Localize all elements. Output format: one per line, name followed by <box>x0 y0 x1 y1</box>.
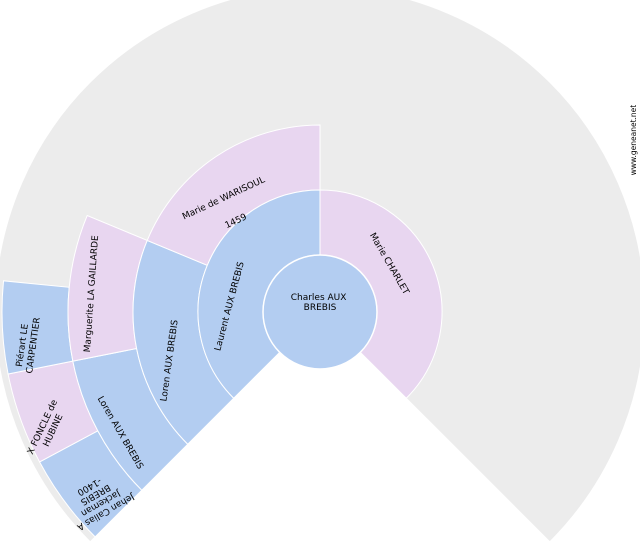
root-name-line: BREBIS <box>304 303 337 313</box>
watermark-text: www.geneanet.net <box>629 105 638 175</box>
root-name-line: Charles AUX <box>291 293 347 303</box>
root-person-name: Charles AUX BREBIS <box>291 293 350 313</box>
root-person-circle[interactable] <box>262 254 378 370</box>
